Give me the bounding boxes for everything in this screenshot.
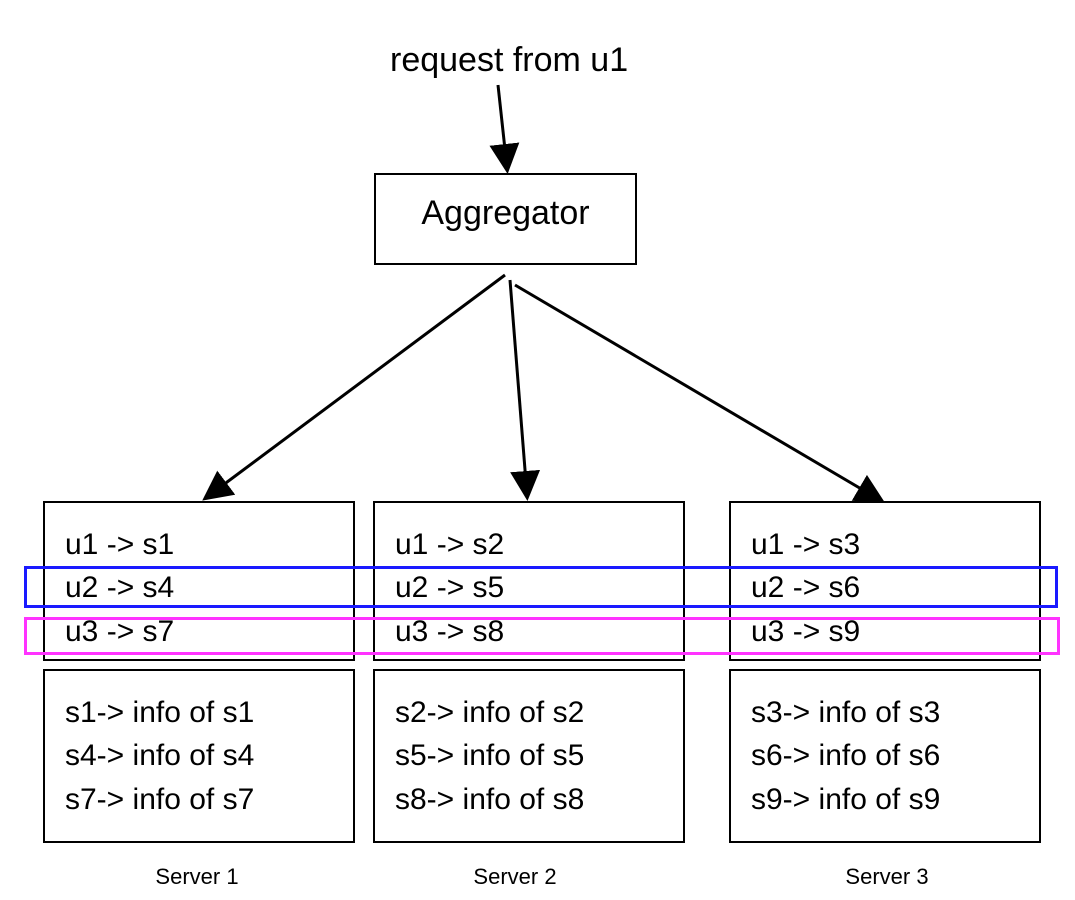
server-3-label: Server 3 [845, 864, 929, 889]
request-label: request from u1 [390, 41, 629, 79]
server-2-info-box: s2-> info of s2 s5-> info of s5 s8-> inf… [373, 669, 685, 843]
server-3-index-row-3: u3 -> s9 [751, 615, 861, 648]
server-1-index-row-2: u2 -> s4 [65, 571, 175, 604]
server-2-index-row-2: u2 -> s5 [395, 571, 505, 604]
server-3-info-box: s3-> info of s3 s6-> info of s6 s9-> inf… [729, 669, 1041, 843]
server-1-info-row-1: s1-> info of s1 [65, 696, 255, 729]
server-2-index-row-3: u3 -> s8 [395, 615, 505, 648]
server-1-index-row-3: u3 -> s7 [65, 615, 175, 648]
server-3-info-row-1: s3-> info of s3 [751, 696, 941, 729]
aggregator-label: Aggregator [421, 194, 590, 232]
server-3-info-row-2: s6-> info of s6 [751, 739, 941, 772]
arrow-aggregator-to-server-2 [508, 279, 541, 501]
u3-row-highlight [24, 617, 1060, 655]
server-2-info-row-2: s5-> info of s5 [395, 739, 585, 772]
server-1-info-row-2: s4-> info of s4 [65, 739, 255, 772]
server-3-info-row-3: s9-> info of s9 [751, 783, 941, 816]
server-1-label: Server 1 [155, 864, 239, 889]
server-2-info-row-1: s2-> info of s2 [395, 696, 585, 729]
server-2-index-row-1: u1 -> s2 [395, 528, 505, 561]
server-2-index-box: u1 -> s2 u2 -> s5 u3 -> s8 [373, 501, 685, 661]
server-3-index-box: u1 -> s3 u2 -> s6 u3 -> s9 [729, 501, 1041, 661]
server-2-info-row-3: s8-> info of s8 [395, 783, 585, 816]
server-3-index-row-2: u2 -> s6 [751, 571, 861, 604]
server-2-label: Server 2 [473, 864, 557, 889]
u2-row-highlight [24, 566, 1058, 608]
server-1-index-box: u1 -> s1 u2 -> s4 u3 -> s7 [43, 501, 355, 661]
server-1-info-row-3: s7-> info of s7 [65, 783, 255, 816]
arrow-request-to-aggregator [489, 84, 520, 174]
server-1-index-row-1: u1 -> s1 [65, 528, 175, 561]
aggregator-box [374, 173, 637, 265]
server-3-index-row-1: u1 -> s3 [751, 528, 861, 561]
arrow-aggregator-to-server-3 [514, 283, 886, 504]
server-1-info-box: s1-> info of s1 s4-> info of s4 s7-> inf… [43, 669, 355, 843]
arrow-aggregator-to-server-1 [202, 273, 506, 501]
